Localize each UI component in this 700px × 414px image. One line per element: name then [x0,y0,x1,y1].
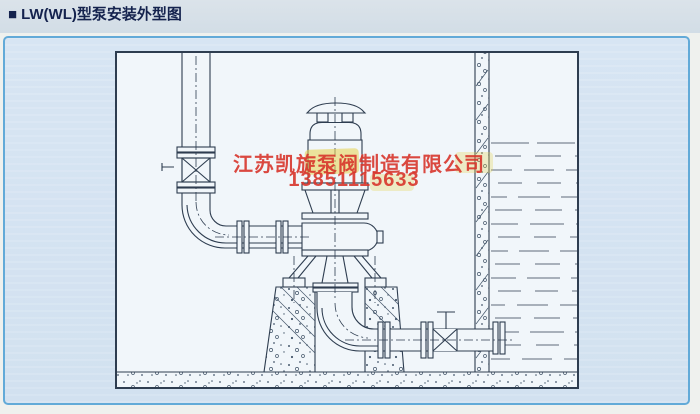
motor-cap [305,102,367,114]
concrete-wall [474,52,490,372]
water-level-lines [491,142,577,360]
centerlines [195,56,512,341]
page-header: ■LW(WL)型泵安装外型图 [0,0,700,33]
page-title: LW(WL)型泵安装外型图 [21,6,182,23]
watermark-company: 江苏凯旋泵阀制造有限公司 [233,154,485,176]
yellow-highlight-blob-3 [370,174,414,191]
square-bullet-icon: ■ [8,6,18,23]
pedestal-left [263,286,316,373]
valve-stem [437,311,455,329]
watermark-phone: 13851115633 [288,169,420,191]
concrete-floor [116,371,578,388]
pump-volute [301,222,379,252]
drawing-border [115,51,579,389]
yellow-highlight-blob-2 [455,152,493,173]
